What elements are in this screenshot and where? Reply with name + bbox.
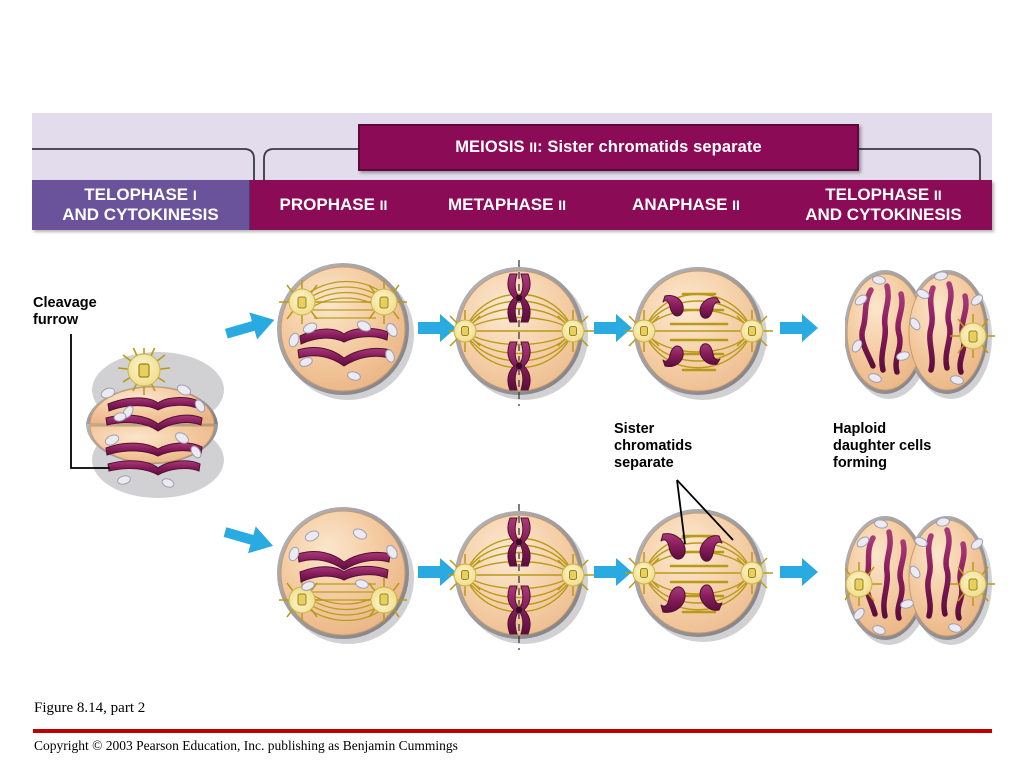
cell-prophase-ii-bottom[interactable] (272, 502, 418, 653)
phase-anaphase-ii[interactable]: ANAPHASE II (597, 180, 775, 230)
cell-metaphase-ii-bottom[interactable] (444, 502, 594, 657)
arrow-anaphase-to-telophase-bottom (780, 558, 818, 586)
arrow-metaphase-to-anaphase-top (594, 314, 632, 342)
cell-metaphase-ii-top[interactable] (444, 258, 594, 413)
arrow-telophase-i-to-prophase-ii-bottom (223, 526, 274, 554)
label-sister-chromatids-separate: Sister chromatids separate (614, 421, 693, 471)
cell-telophase-i[interactable] (72, 345, 232, 508)
arrow-telophase-i-to-prophase-ii-top (224, 312, 275, 340)
cell-anaphase-ii-bottom[interactable] (623, 500, 775, 655)
sister-chromatids-leader-line (676, 479, 734, 545)
phase-label: METAPHASE II (448, 195, 566, 214)
arrow-prophase-to-metaphase-bottom (418, 558, 456, 586)
phase-label: PROPHASE II (279, 195, 388, 214)
footer-divider-rule (33, 729, 992, 733)
cell-telophase-ii-bottom[interactable] (836, 506, 996, 657)
cell-anaphase-ii-top[interactable] (623, 258, 775, 413)
cleavage-furrow-leader-line (70, 334, 110, 469)
phase-prophase-ii[interactable]: PROPHASE II (250, 180, 417, 230)
label-haploid-daughter-cells: Haploid daughter cells forming (833, 421, 932, 471)
cell-telophase-ii-top[interactable] (844, 260, 996, 411)
cell-prophase-ii-top[interactable] (272, 258, 418, 409)
meiosis-ii-title: MEIOSIS II: Sister chromatids separate (358, 124, 859, 171)
arrow-metaphase-to-anaphase-bottom (594, 558, 632, 586)
copyright-notice: Copyright © 2003 Pearson Education, Inc.… (34, 738, 458, 753)
label-cleavage-furrow: Cleavage furrow (33, 295, 97, 328)
phase-metaphase-ii[interactable]: METAPHASE II (417, 180, 597, 230)
figure-caption: Figure 8.14, part 2 (34, 700, 146, 716)
arrow-prophase-to-metaphase-top (418, 314, 456, 342)
meiosis-title-text: MEIOSIS II: Sister chromatids separate (455, 138, 762, 156)
arrow-anaphase-to-telophase-top (780, 314, 818, 342)
phase-label: ANAPHASE II (632, 195, 740, 214)
